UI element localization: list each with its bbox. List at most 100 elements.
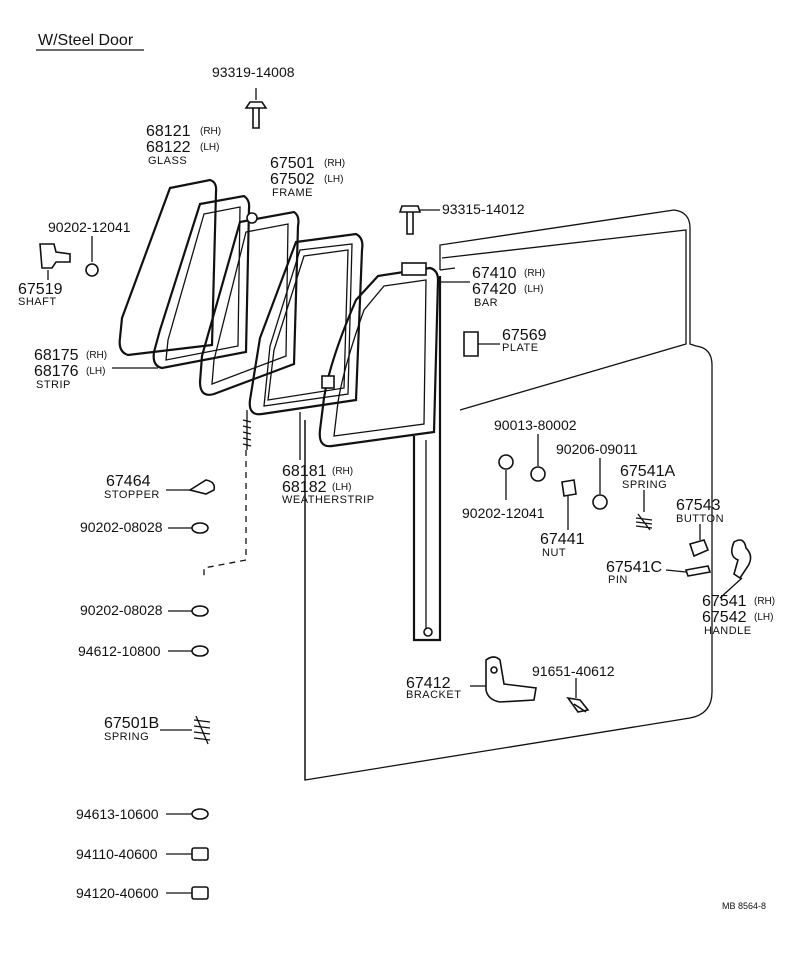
label-frame-rh-tag: (RH) [324,158,345,169]
glass-part [118,178,218,357]
weatherstrip-inner-2 [267,249,349,401]
weatherstrip-stud-thread [242,419,252,447]
label-bar-lh-tag: (LH) [524,284,543,295]
label-pin-name: PIN [608,574,628,586]
spring-b-icon [193,715,211,745]
washer-b-icon [530,466,546,482]
washer-g-icon [191,645,209,657]
frame-screw [246,212,258,224]
bracket-bolt-icon [566,696,590,713]
alignment-dash [203,450,247,578]
handle-leader [719,577,743,599]
label-frame-name: FRAME [272,187,313,199]
label-bar-name: BAR [474,297,498,309]
button-icon [688,539,710,558]
diagram-title: W/Steel Door [38,32,134,49]
label-bolt-top: 93319-14008 [212,64,295,80]
label-stopper: 67464 [106,473,151,490]
weatherstrip-part [248,232,364,416]
label-handle-lh-tag: (LH) [754,612,773,623]
label-frame-lh: 67502 [270,171,315,188]
bar-clip [321,375,335,389]
bar-bottom-hole [423,627,433,637]
label-spring-b-name: SPRING [104,731,149,743]
bracket-icon [485,656,537,703]
label-bolt-right: 93315-14012 [442,201,525,217]
label-washer-e: 90202-08028 [80,519,163,535]
washer-a-icon [85,263,99,277]
label-handle-lh: 67542 [702,609,747,626]
label-nut-name: NUT [542,547,566,559]
strip-part [152,194,251,370]
door-panel [304,209,713,781]
label-plate-name: PLATE [502,342,539,354]
pin-leader [665,569,687,573]
label-washer-g: 94612-10800 [78,643,161,659]
door-inner-window [441,229,687,411]
nut-a-icon [191,847,209,861]
label-washer-f: 90202-08028 [80,602,163,618]
label-glass-lh: 68122 [146,139,191,156]
label-washer-c: 90206-09011 [556,441,638,457]
plate-icon [463,331,479,357]
label-washer-h: 94613-10600 [76,806,159,822]
washer-f-icon [191,605,209,617]
label-washer-d: 90202-12041 [462,505,545,521]
washer-e-icon [191,522,209,534]
label-ws-name: WEATHERSTRIP [282,494,375,506]
label-frame-lh-tag: (LH) [324,174,343,185]
label-washer-b: 90013-80002 [494,417,577,433]
label-pin: 67541C [606,559,662,576]
spring-a-icon [635,513,653,531]
label-nut: 67441 [540,531,585,548]
label-frame-rh: 67501 [270,155,315,172]
label-shaft-name: SHAFT [18,296,57,308]
label-spring-a-name: SPRING [622,479,667,491]
label-strip-rh: 68175 [34,347,79,364]
strip-part-inner [165,206,241,361]
label-bracket: 67412 [406,675,451,692]
label-spring-a: 67541A [620,463,675,480]
nut-icon [561,479,577,497]
pin-icon [684,565,712,577]
label-handle-rh: 67541 [702,593,747,610]
label-strip-lh: 68176 [34,363,79,380]
label-bolt-bracket: 91651-40612 [532,663,615,679]
label-ws-rh: 68181 [282,463,327,480]
label-ws-lh-tag: (LH) [332,482,351,493]
bar-part [318,266,440,448]
label-glass-rh-tag: (RH) [200,126,221,137]
weatherstrip-inner [263,243,353,407]
bracket-hole [490,666,498,674]
footer-code: MB 8564-8 [722,901,766,911]
label-bar-rh: 67410 [472,265,517,282]
label-spring-b: 67501B [104,715,159,732]
nut-b-icon [191,886,209,900]
handle-icon [730,539,752,580]
label-ws-rh-tag: (RH) [332,466,353,477]
label-bar-rh-tag: (RH) [524,268,545,279]
label-nut-b: 94120-40600 [76,885,159,901]
label-plate: 67569 [502,327,547,344]
label-button-name: BUTTON [676,513,724,525]
label-bar-lh: 67420 [472,281,517,298]
bolt-top-icon [244,101,268,129]
shaft-icon [39,243,71,269]
label-handle-rh-tag: (RH) [754,596,775,607]
bar-vertical-channel [412,276,442,642]
washer-d-icon [498,454,514,470]
label-bracket-name: BRACKET [406,689,461,701]
bolt-right-icon [398,205,422,235]
bar-part-inner [333,279,427,437]
label-glass-rh: 68121 [146,123,191,140]
label-strip-lh-tag: (LH) [86,366,105,377]
label-handle-name: HANDLE [704,625,752,637]
label-stopper-name: STOPPER [104,489,160,501]
washer-h-icon [191,808,209,820]
bar-top-block [401,262,427,276]
frame-part-inner [211,223,289,385]
label-nut-a: 94110-40600 [76,846,158,862]
label-glass-lh-tag: (LH) [200,142,219,153]
label-strip-name: STRIP [36,379,71,391]
